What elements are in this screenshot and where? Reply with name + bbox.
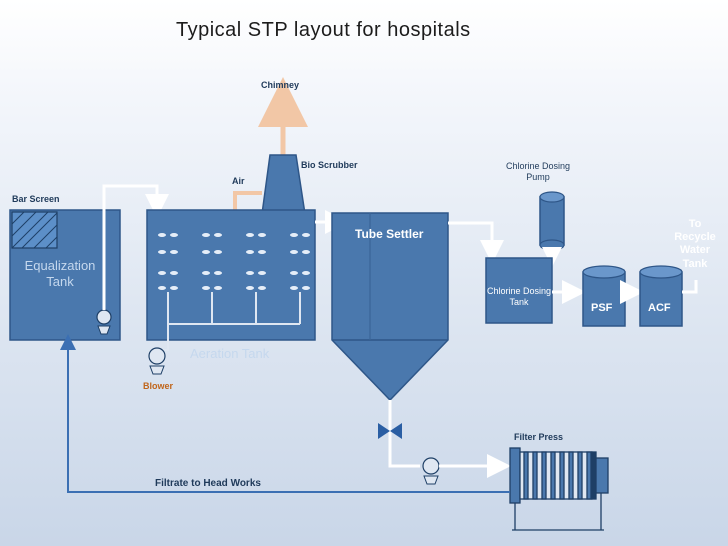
acf-label: ACF bbox=[648, 302, 671, 314]
air-bubble bbox=[202, 271, 210, 275]
press-plate bbox=[550, 451, 556, 500]
air-bubble bbox=[214, 271, 222, 275]
air-bubble bbox=[202, 250, 210, 254]
chimney-label: Chimney bbox=[261, 80, 300, 90]
air-bubble bbox=[246, 250, 254, 254]
air-label: Air bbox=[232, 176, 245, 186]
air-bubble bbox=[158, 250, 166, 254]
page-title: Typical STP layout for hospitals bbox=[176, 19, 471, 41]
air-bubble bbox=[158, 271, 166, 275]
recycle-water-tank-label: To Recycle Water Tank bbox=[674, 218, 716, 270]
chlorine-dosing-tank-label: Chlorine Dosing Tank bbox=[486, 286, 552, 307]
blower-icon bbox=[148, 347, 166, 375]
bar-screen bbox=[11, 211, 58, 249]
air-bubbles bbox=[158, 233, 310, 290]
filter-press-label: Filter Press bbox=[514, 432, 564, 442]
air-bubble bbox=[290, 233, 298, 237]
air-bubble bbox=[302, 271, 310, 275]
press-plate bbox=[523, 451, 529, 500]
aeration-tank-label: Aeration Tank bbox=[190, 346, 270, 361]
air-bubble bbox=[170, 286, 178, 290]
air-bubble bbox=[290, 250, 298, 254]
press-plate bbox=[532, 451, 538, 500]
filtrate-return-pipe bbox=[60, 334, 510, 493]
air-bubble bbox=[302, 250, 310, 254]
bio-scrubber-label: Bio Scrubber bbox=[301, 160, 358, 170]
press-plate bbox=[541, 451, 547, 500]
tube-settler-label: Tube Settler bbox=[355, 227, 424, 241]
press-plate bbox=[559, 451, 565, 500]
air-bubble bbox=[170, 250, 178, 254]
psf-label: PSF bbox=[591, 302, 613, 314]
sludge-pipe bbox=[388, 400, 420, 468]
bio-scrubber bbox=[261, 154, 306, 215]
air-bubble bbox=[202, 233, 210, 237]
chlorine-dosing-pump bbox=[539, 191, 565, 251]
equalization-to-aeration-pipe bbox=[102, 184, 169, 310]
psf-filter bbox=[582, 265, 626, 327]
air-bubble bbox=[214, 250, 222, 254]
tube-settler bbox=[331, 212, 449, 402]
air-diffuser-header bbox=[158, 292, 301, 351]
valve-icon bbox=[378, 423, 402, 439]
air-bubble bbox=[158, 233, 166, 237]
air-bubble bbox=[202, 286, 210, 290]
bar-screen-label: Bar Screen bbox=[12, 194, 60, 204]
sludge-pump-icon bbox=[422, 457, 440, 485]
press-plate bbox=[586, 451, 592, 500]
chlorine-dosing-tank bbox=[485, 257, 553, 324]
press-plate bbox=[577, 451, 583, 500]
chlorine-dosing-pump-label: Chlorine Dosing Pump bbox=[505, 161, 571, 182]
acf-filter bbox=[639, 265, 683, 327]
air-bubble bbox=[290, 286, 298, 290]
filter-press bbox=[509, 447, 609, 531]
air-bubble bbox=[170, 233, 178, 237]
air-bubble bbox=[246, 271, 254, 275]
air-bubble bbox=[258, 250, 266, 254]
air-bubble bbox=[258, 286, 266, 290]
air-bubble bbox=[158, 286, 166, 290]
blower-label: Blower bbox=[143, 381, 174, 391]
filtrate-label: Filtrate to Head Works bbox=[155, 478, 261, 489]
acf-to-recycle-pipe bbox=[682, 280, 698, 294]
air-bubble bbox=[302, 233, 310, 237]
equalization-tank-label: Equalization Tank bbox=[24, 258, 96, 289]
air-bubble bbox=[290, 271, 298, 275]
air-bubble bbox=[246, 233, 254, 237]
air-bubble bbox=[258, 271, 266, 275]
settler-to-chlorine-pipe bbox=[448, 221, 504, 264]
air-bubble bbox=[214, 233, 222, 237]
equalization-pump-icon bbox=[96, 309, 112, 335]
press-plate bbox=[568, 451, 574, 500]
aeration-tank bbox=[146, 209, 316, 341]
air-bubble bbox=[246, 286, 254, 290]
air-bubble bbox=[170, 271, 178, 275]
air-bubble bbox=[214, 286, 222, 290]
air-bubble bbox=[258, 233, 266, 237]
air-bubble bbox=[302, 286, 310, 290]
